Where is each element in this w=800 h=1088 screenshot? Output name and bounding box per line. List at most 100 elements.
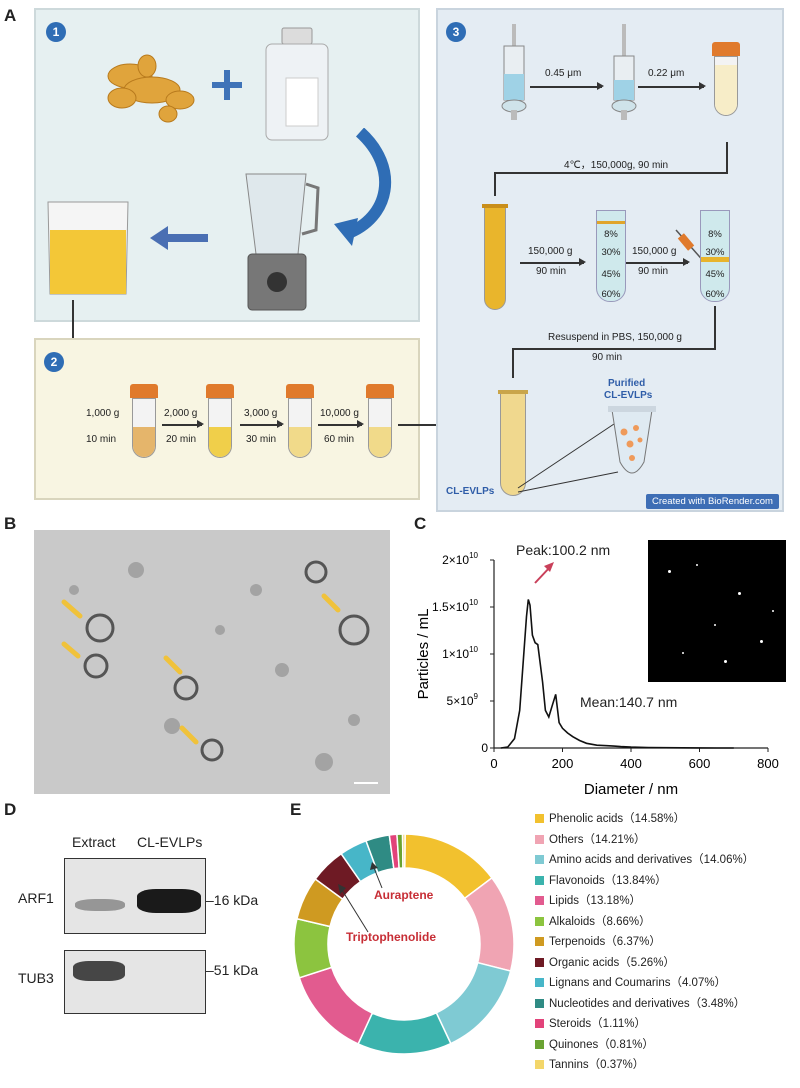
peak-label: Peak:100.2 nm [516, 542, 611, 558]
step-2-badge: 2 [44, 352, 64, 372]
annotation-auraptene: Auraptene [374, 888, 434, 902]
step2-time-2: 20 min [166, 434, 197, 445]
legend-item: Alkaloids（8.66%） [535, 913, 651, 931]
x-axis-title: Diameter / nm [584, 781, 678, 798]
step2-speed-4: 10,000 g [320, 408, 359, 419]
column-header-extract: Extract [72, 834, 116, 850]
tube-rim [482, 204, 508, 208]
gradient-layer-label: 30% [705, 247, 725, 258]
western-blot-arf1 [64, 858, 206, 934]
legend-item: Phenolic acids（14.58%） [535, 810, 685, 828]
plus-icon-vertical [224, 70, 230, 100]
legend-swatch [535, 814, 544, 823]
step-3-badge: 3 [446, 22, 466, 42]
mean-label: Mean:140.7 nm [580, 694, 678, 710]
legend-item: Others（14.21%） [535, 831, 646, 849]
legend-label: Terpenoids（6.37%） [549, 936, 661, 948]
legend-swatch [535, 998, 544, 1008]
density-gradient-tube-1: 8% 30% 45% 60% [596, 210, 626, 302]
legend-swatch [535, 896, 544, 905]
step2-arrow-1 [162, 421, 204, 427]
legend-label: Alkaloids（8.66%） [549, 915, 651, 928]
centrifuge-tube-2 [208, 398, 232, 458]
legend-swatch [535, 855, 544, 864]
donut-slice [435, 961, 512, 1045]
x-tick-label: 0 [490, 756, 497, 771]
step3-arrow-gradient-2 [626, 259, 690, 265]
beaker-icon [47, 201, 129, 295]
gradient-layer-label: 8% [708, 229, 722, 240]
connector-line [494, 172, 496, 196]
donut-slice [401, 833, 406, 869]
step2-arrow-3 [318, 421, 364, 427]
gradient-time-2: 90 min [638, 266, 669, 277]
gradient-layer-label: 8% [604, 229, 618, 240]
legend-swatch [535, 1060, 544, 1069]
panel-label-b: B [4, 514, 17, 533]
legend-label: Steroids（1.11%） [549, 1018, 646, 1030]
connector-line [726, 142, 728, 172]
gradient-time-1: 90 min [536, 266, 567, 277]
legend-label: Phenolic acids（14.58%） [549, 813, 686, 825]
panel-label-e: E [290, 800, 302, 819]
step3-arrow-gradient-1 [520, 259, 586, 265]
left-arrow-icon [150, 226, 208, 250]
tube-cap [366, 384, 394, 398]
step2-time-4: 60 min [324, 434, 355, 445]
marker-51kda: –51 kDa [206, 962, 259, 978]
legend-swatch [535, 1019, 544, 1028]
syringe-filter-icon [501, 24, 527, 120]
water-bottle-icon [265, 27, 329, 141]
western-blot-tub3 [64, 950, 206, 1014]
x-tick-label: 400 [620, 756, 642, 771]
panel-label-a: A [4, 6, 17, 25]
biorender-badge: Created with BioRender.com [646, 494, 779, 509]
size-distribution-series [500, 599, 734, 749]
legend-item: Nucleotides and derivatives（3.48%） [535, 995, 745, 1013]
step2-time-3: 30 min [246, 434, 277, 445]
y-tick-label: 0 [481, 741, 488, 755]
tube-rim [498, 390, 528, 394]
microtube-icon [517, 406, 656, 493]
curved-arrow-icon [334, 128, 392, 246]
gradient-speed-2: 150,000 g [632, 246, 677, 257]
peak-arrow-icon [534, 562, 554, 584]
y-tick-label: 5×109 [447, 692, 479, 708]
ginger-icon [107, 54, 195, 123]
legend-item: Organic acids（5.26%） [535, 954, 675, 972]
ultracentrifuge-label: 4℃，150,000g, 90 min [564, 160, 669, 171]
resuspend-time: 90 min [592, 352, 623, 363]
filter-045-label: 0.45 μm [545, 68, 582, 79]
nta-snapshot [648, 540, 786, 682]
donut-slice [463, 876, 515, 972]
gradient-layer-label: 45% [601, 269, 621, 280]
panel-label-d: D [4, 800, 17, 819]
marker-16kda: –16 kDa [206, 892, 259, 908]
x-tick-label: 600 [689, 756, 711, 771]
legend-label: Lignans and Coumarins（4.07%） [549, 977, 727, 989]
cl-evlps-label: CL-EVLPs [446, 486, 495, 497]
legend-item: Steroids（1.11%） [535, 1015, 646, 1033]
tem-micrograph [34, 530, 390, 794]
x-tick-label: 800 [757, 756, 779, 771]
gradient-layer-label: 60% [601, 289, 621, 300]
legend-swatch [535, 1039, 544, 1049]
legend-item: Tannins（0.37%） [535, 1056, 644, 1074]
legend-item: Quinones（0.81%） [535, 1036, 654, 1054]
step2-speed-3: 3,000 g [244, 408, 278, 419]
purified-label-line2: CL-EVLPs [604, 390, 653, 401]
tube-cap [286, 384, 314, 398]
legend-item: Amino acids and derivatives（14.06%） [535, 851, 754, 869]
syringe-filter-icon [611, 24, 637, 120]
density-gradient-tube-2: 8% 30% 45% 60% [700, 210, 730, 302]
legend-swatch [535, 916, 544, 926]
legend-item: Lipids（13.18%） [535, 892, 641, 910]
legend-label: Others（14.21%） [549, 833, 646, 846]
centrifuge-tube-1 [132, 398, 156, 458]
panel-label-c: C [414, 514, 427, 533]
purified-label-line1: Purified [608, 378, 646, 389]
y-tick-label: 1×1010 [442, 645, 478, 661]
step-1-badge: 1 [46, 22, 66, 42]
marker-16kda-text: 16 kDa [213, 892, 259, 908]
